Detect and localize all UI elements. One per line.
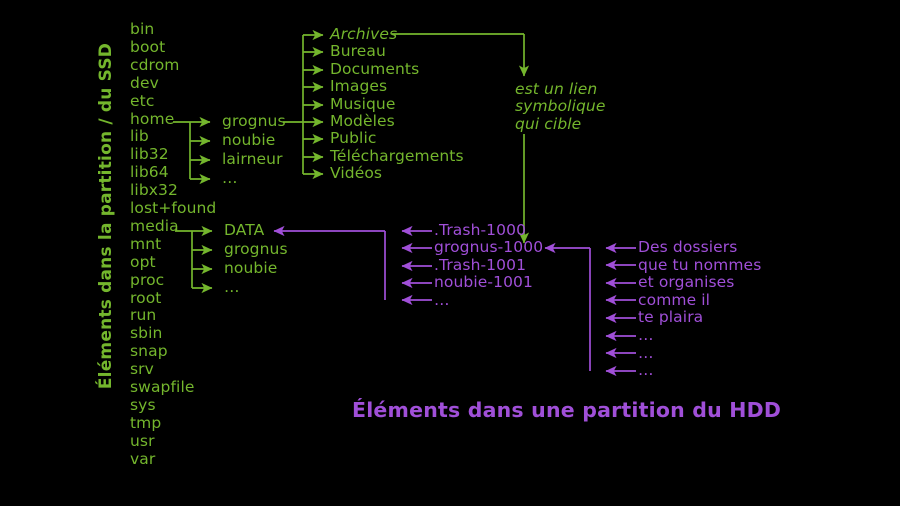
- media-child[interactable]: noubie: [224, 258, 278, 277]
- data-child-trash-1000[interactable]: .Trash-1000: [434, 221, 527, 239]
- user-dir-videos[interactable]: Vidéos: [330, 164, 383, 183]
- fs-entry[interactable]: usr: [130, 431, 155, 450]
- fs-entry[interactable]: sbin: [130, 324, 163, 343]
- fs-entry[interactable]: dev: [130, 73, 159, 92]
- user-folder-ellipsis: …: [638, 343, 654, 362]
- home-child[interactable]: lairneur: [222, 149, 283, 168]
- fs-entry[interactable]: lib64: [130, 163, 169, 182]
- user-dir-images[interactable]: Images: [330, 77, 388, 96]
- symlink-note-line-2: symbolique: [515, 97, 606, 116]
- fs-entry[interactable]: root: [130, 288, 162, 307]
- fs-entry[interactable]: opt: [130, 252, 156, 271]
- data-child-trash-1001[interactable]: .Trash-1001: [434, 255, 527, 274]
- user-dir-modeles[interactable]: Modèles: [330, 112, 395, 130]
- fs-entry[interactable]: lost+found: [130, 199, 217, 217]
- hdd-partition-title: Éléments dans une partition du HDD: [352, 398, 782, 422]
- ssd-partition-title: Éléments dans la partition / du SSD: [96, 42, 116, 390]
- user-folder-ellipsis: …: [638, 361, 654, 380]
- user-folder-item[interactable]: Des dossiers: [638, 238, 738, 256]
- user-dir-documents[interactable]: Documents: [330, 59, 420, 78]
- user-dir-archives[interactable]: Archives: [330, 25, 398, 43]
- fs-entry-media[interactable]: media: [130, 216, 179, 235]
- user-folder-item[interactable]: comme il: [638, 290, 711, 309]
- fs-entry[interactable]: var: [130, 449, 156, 468]
- fs-entry[interactable]: cdrom: [130, 55, 180, 74]
- fs-entry[interactable]: snap: [130, 342, 168, 361]
- fs-entry[interactable]: boot: [130, 37, 166, 56]
- symlink-note-line-1: est un lien: [515, 80, 598, 98]
- user-folder-item[interactable]: que tu nommes: [638, 255, 762, 274]
- fs-entry[interactable]: proc: [130, 270, 165, 289]
- media-child[interactable]: grognus: [224, 239, 288, 258]
- fs-entry[interactable]: bin: [130, 20, 155, 38]
- home-child-ellipsis: …: [222, 168, 238, 187]
- fs-entry[interactable]: srv: [130, 360, 154, 379]
- fs-entry[interactable]: sys: [130, 395, 156, 414]
- fs-entry[interactable]: libx32: [130, 181, 178, 200]
- media-child-data[interactable]: DATA: [224, 221, 265, 239]
- fs-entry[interactable]: mnt: [130, 234, 162, 253]
- fs-entry[interactable]: lib: [130, 127, 149, 146]
- fs-entry[interactable]: swapfile: [130, 378, 195, 396]
- data-child-ellipsis: …: [434, 290, 450, 309]
- user-folder-item[interactable]: et organises: [638, 273, 735, 292]
- data-child-grognus-1000[interactable]: grognus-1000: [434, 238, 544, 257]
- data-child-noubie-1001[interactable]: noubie-1001: [434, 273, 533, 292]
- home-child[interactable]: noubie: [222, 130, 276, 149]
- user-folder-ellipsis: …: [638, 326, 654, 344]
- user-dir-public[interactable]: Public: [330, 129, 377, 148]
- fs-entry[interactable]: run: [130, 306, 157, 325]
- fs-entry[interactable]: etc: [130, 91, 155, 110]
- user-dir-musique[interactable]: Musique: [330, 94, 396, 113]
- user-folder-item[interactable]: te plaira: [638, 308, 704, 327]
- home-child-grognus[interactable]: grognus: [222, 112, 286, 130]
- media-child-ellipsis: …: [224, 277, 240, 296]
- user-dir-telechargements[interactable]: Téléchargements: [330, 146, 464, 165]
- user-dir-bureau[interactable]: Bureau: [330, 42, 386, 61]
- fs-entry[interactable]: lib32: [130, 145, 169, 164]
- symlink-note-line-3: qui cible: [515, 114, 582, 133]
- fs-entry[interactable]: tmp: [130, 413, 162, 432]
- fs-entry-home[interactable]: home: [130, 109, 175, 128]
